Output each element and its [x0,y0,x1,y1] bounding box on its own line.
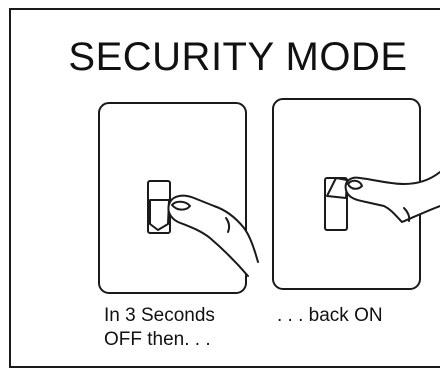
caption-off-line-1: In 3 Seconds [104,304,215,328]
caption-on-line-1: . . . back ON [277,304,383,328]
switch-lever-left [150,200,169,230]
caption-off-line-2: OFF then. . . [104,328,215,352]
switch-off-panel [99,103,258,293]
caption-on: . . . back ON [277,304,383,328]
switch-on-panel [273,99,440,289]
caption-off: In 3 Seconds OFF then. . . [104,304,215,352]
